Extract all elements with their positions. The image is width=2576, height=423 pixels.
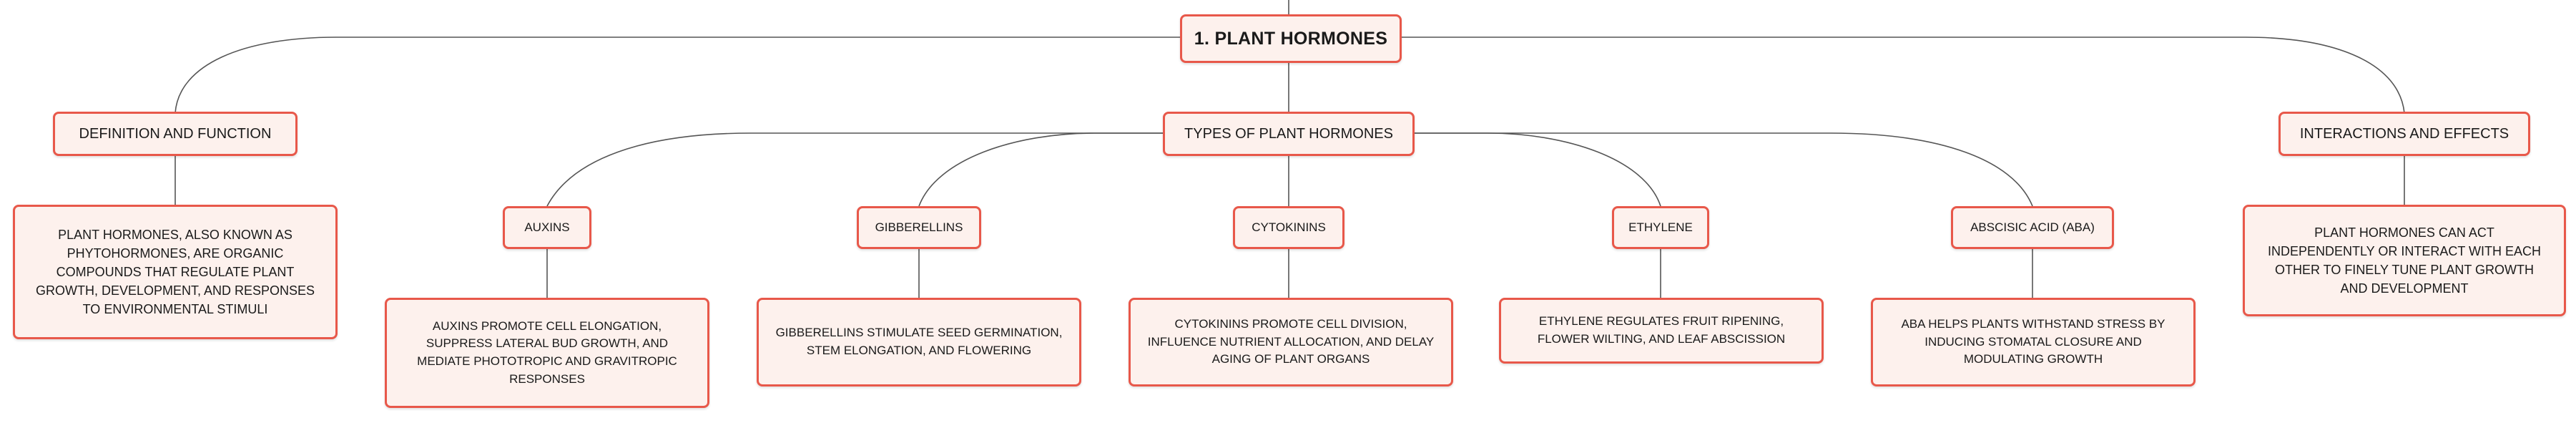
gibberellins-label: GIBBERELLINS: [875, 220, 963, 234]
connector-types-to-gibberellins: [918, 132, 1166, 207]
definition-description-node[interactable]: PLANT HORMONES, ALSO KNOWN AS PHYTOHORMO…: [13, 205, 338, 339]
auxins-description-node[interactable]: AUXINS PROMOTE CELL ELONGATION, SUPPRESS…: [385, 298, 709, 408]
cytokinins-label: CYTOKININS: [1252, 220, 1326, 234]
connector-types-to-aba: [1415, 132, 2033, 207]
interactions-description: PLANT HORMONES CAN ACT INDEPENDENTLY OR …: [2267, 225, 2542, 296]
connector-root-to-interactions: [1402, 37, 2405, 114]
definition-node[interactable]: DEFINITION AND FUNCTION: [53, 112, 298, 156]
cytokinins-description: CYTOKININS PROMOTE CELL DIVISION, INFLUE…: [1147, 317, 1435, 366]
ethylene-description: ETHYLENE REGULATES FRUIT RIPENING, FLOWE…: [1537, 314, 1786, 346]
aba-label: ABSCISIC ACID (ABA): [1970, 220, 2095, 234]
ethylene-description-node[interactable]: ETHYLENE REGULATES FRUIT RIPENING, FLOWE…: [1499, 298, 1824, 364]
cytokinins-node[interactable]: CYTOKININS: [1233, 206, 1344, 249]
connector-types-to-ethylene: [1415, 132, 1661, 207]
connector-root-to-definition: [174, 37, 1183, 114]
aba-description: ABA HELPS PLANTS WITHSTAND STRESS BY IND…: [1901, 317, 2165, 366]
definition-label: DEFINITION AND FUNCTION: [79, 125, 272, 142]
aba-node[interactable]: ABSCISIC ACID (ABA): [1951, 206, 2114, 249]
interactions-label: INTERACTIONS AND EFFECTS: [2299, 125, 2509, 142]
auxins-label: AUXINS: [524, 220, 570, 234]
interactions-description-node[interactable]: PLANT HORMONES CAN ACT INDEPENDENTLY OR …: [2243, 205, 2566, 316]
gibberellins-description-node[interactable]: GIBBERELLINS STIMULATE SEED GERMINATION,…: [757, 298, 1081, 386]
ethylene-label: ETHYLENE: [1628, 220, 1693, 234]
auxins-description: AUXINS PROMOTE CELL ELONGATION, SUPPRESS…: [417, 319, 677, 386]
types-label: TYPES OF PLANT HORMONES: [1184, 125, 1393, 142]
gibberellins-description: GIBBERELLINS STIMULATE SEED GERMINATION,…: [775, 326, 1063, 357]
aba-description-node[interactable]: ABA HELPS PLANTS WITHSTAND STRESS BY IND…: [1871, 298, 2196, 386]
ethylene-node[interactable]: ETHYLENE: [1612, 206, 1709, 249]
interactions-node[interactable]: INTERACTIONS AND EFFECTS: [2278, 112, 2530, 156]
gibberellins-node[interactable]: GIBBERELLINS: [857, 206, 981, 249]
root-node[interactable]: 1. PLANT HORMONES: [1180, 14, 1402, 63]
definition-description: PLANT HORMONES, ALSO KNOWN AS PHYTOHORMO…: [35, 227, 315, 317]
types-node[interactable]: TYPES OF PLANT HORMONES: [1163, 112, 1415, 156]
cytokinins-description-node[interactable]: CYTOKININS PROMOTE CELL DIVISION, INFLUE…: [1129, 298, 1453, 386]
root-label: 1. PLANT HORMONES: [1194, 28, 1388, 49]
connector-types-to-auxins: [546, 132, 1166, 207]
auxins-node[interactable]: AUXINS: [503, 206, 591, 249]
